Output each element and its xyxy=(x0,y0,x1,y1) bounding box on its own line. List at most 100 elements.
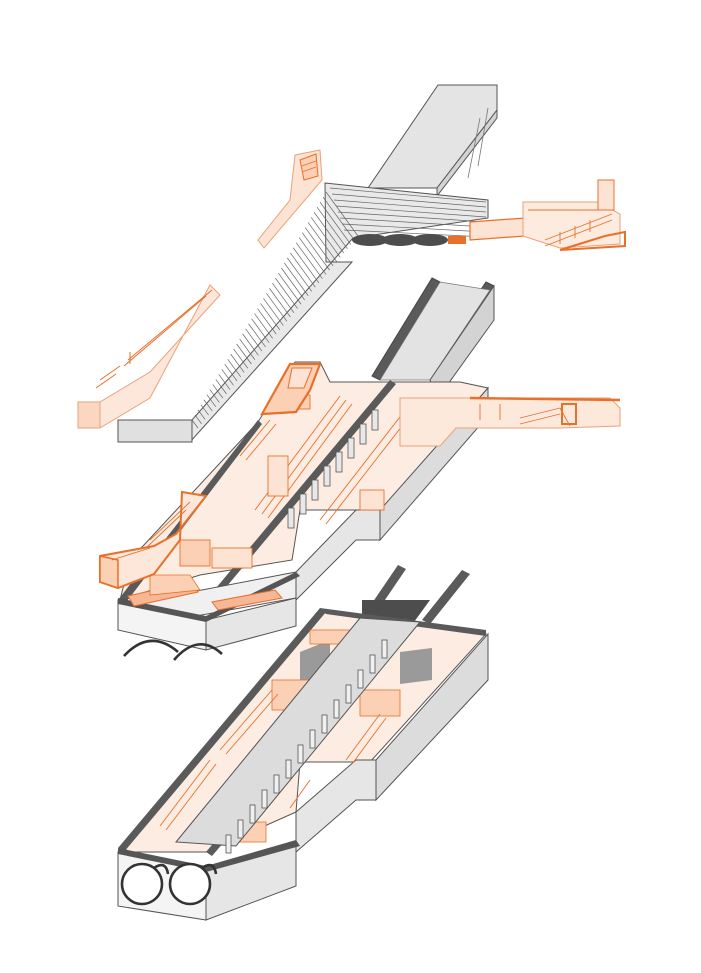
plaza-step xyxy=(221,369,234,386)
platform-column xyxy=(285,759,292,779)
concourse-column xyxy=(311,479,319,501)
platform-column xyxy=(237,819,244,839)
plaza-step xyxy=(275,277,298,309)
layer-concourse-level xyxy=(99,277,621,661)
concourse-columns xyxy=(287,409,379,529)
platform-column xyxy=(321,714,328,734)
shaft-opening xyxy=(352,234,388,246)
plaza-step xyxy=(239,338,256,360)
plaza-step xyxy=(298,237,327,275)
plaza-step xyxy=(242,333,259,356)
plaza-step xyxy=(278,272,302,305)
platform-column xyxy=(297,744,304,764)
concourse-column xyxy=(299,493,307,515)
platform-access-shafts xyxy=(362,565,470,624)
plaza-step xyxy=(325,191,359,237)
plaza-step xyxy=(197,409,206,420)
layer-street-level xyxy=(77,84,626,443)
concourse-column xyxy=(359,423,367,445)
concourse-column xyxy=(323,465,331,487)
platform-column xyxy=(261,789,268,809)
plaza-step xyxy=(248,323,266,348)
layer-platform-level xyxy=(117,565,489,921)
plaza-step xyxy=(339,217,487,228)
plaza-step xyxy=(233,348,249,369)
concourse-access-shafts xyxy=(371,277,495,400)
platform-columns xyxy=(225,639,388,854)
plaza-step xyxy=(209,389,220,403)
concourse-entrance-west xyxy=(99,490,208,590)
platform-column xyxy=(273,774,280,794)
plaza-step xyxy=(319,201,352,245)
plaza-step xyxy=(263,298,284,326)
entrance-pavilion-west xyxy=(257,149,323,249)
concourse-entrance-north xyxy=(260,362,322,416)
canopy-roof xyxy=(367,84,498,198)
concourse-column xyxy=(371,409,379,431)
plaza-step xyxy=(329,187,487,203)
plaza-step xyxy=(316,206,348,250)
platform-column xyxy=(369,654,376,674)
stepped-plaza xyxy=(117,182,489,443)
tunnel-vaults-upper xyxy=(123,639,223,661)
concourse-corridor-east xyxy=(399,396,621,447)
plaza-step xyxy=(227,358,241,378)
running-tunnels xyxy=(120,862,218,906)
plaza-step xyxy=(331,193,487,208)
plaza-step xyxy=(215,379,227,395)
platform-stairs xyxy=(159,689,387,831)
plaza-step xyxy=(206,394,217,407)
shaft-opening xyxy=(412,234,448,246)
plaza-step xyxy=(224,364,238,382)
platform-column xyxy=(249,804,256,824)
plaza-step xyxy=(333,199,487,213)
plaza-step xyxy=(307,222,337,262)
plaza-step xyxy=(343,229,487,238)
plaza-step xyxy=(260,303,281,331)
plaza-step xyxy=(301,232,330,271)
plaza-step xyxy=(230,353,245,373)
plaza-step xyxy=(254,313,273,339)
plaza-step xyxy=(257,308,277,335)
entrance-ramp-west xyxy=(77,284,221,429)
plaza-step xyxy=(266,293,288,322)
entrance-east xyxy=(469,179,626,251)
orange-marker xyxy=(448,236,466,244)
plaza-step xyxy=(295,242,323,279)
platform-column xyxy=(309,729,316,749)
platform-column xyxy=(381,639,388,659)
shaft-opening xyxy=(382,234,418,246)
plaza-step xyxy=(335,205,487,218)
plaza-step xyxy=(304,227,334,267)
plaza-step xyxy=(284,262,309,296)
plaza-steps xyxy=(191,187,487,429)
plaza-step xyxy=(292,247,320,284)
plaza-step xyxy=(289,252,316,288)
plaza-step xyxy=(269,288,291,318)
plaza-step xyxy=(287,257,313,292)
platform-column xyxy=(357,669,364,689)
plaza-step xyxy=(218,374,231,390)
plaza-step xyxy=(251,318,270,343)
plaza-step xyxy=(194,414,202,424)
platform-column xyxy=(225,834,232,854)
plaza-step xyxy=(313,212,345,254)
concourse-column xyxy=(347,437,355,459)
plaza-step xyxy=(310,217,341,258)
concourse-escalators xyxy=(179,394,417,569)
plaza-step xyxy=(272,282,295,314)
plaza-step xyxy=(203,399,213,412)
plaza-step xyxy=(212,384,224,399)
concourse-column xyxy=(335,451,343,473)
plaza-step xyxy=(236,343,252,365)
plaza-step xyxy=(281,267,305,301)
plaza-step xyxy=(200,404,209,416)
plaza-step xyxy=(191,419,199,429)
platform-column xyxy=(333,699,340,719)
plaza-step xyxy=(322,196,355,241)
plaza-step xyxy=(337,211,487,223)
plaza-step xyxy=(245,328,263,352)
platform-column xyxy=(345,684,352,704)
